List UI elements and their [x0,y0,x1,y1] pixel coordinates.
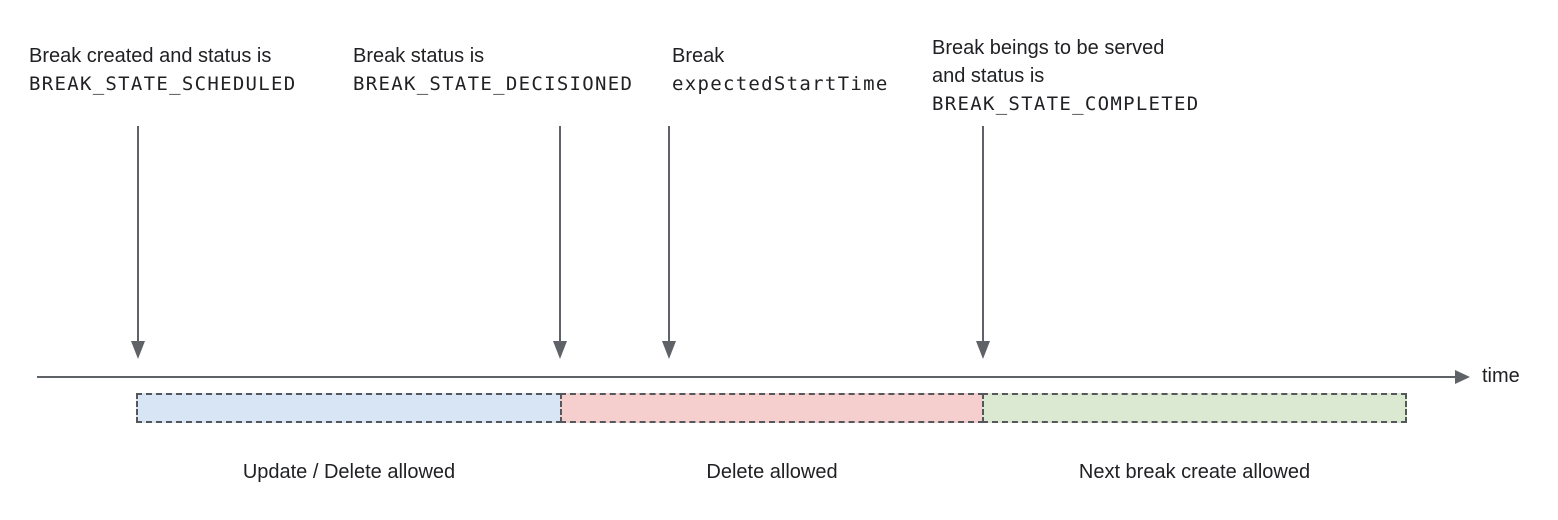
arrow-shaft [137,126,139,342]
annotation-code: BREAK_STATE_DECISIONED [353,73,634,95]
segment-next-break-create-allowed [982,393,1407,423]
annotation-break-completed: Break beings to be served and status is … [932,34,1200,118]
arrowhead-icon [131,341,145,359]
down-arrow-icon [976,126,990,359]
segment-label: Update / Delete allowed [242,461,456,483]
annotation-code: expectedStartTime [672,73,889,95]
time-axis-line [37,376,1456,378]
annotation-text: Break beings to be served [932,37,1165,59]
annotation-text: Break created and status is [29,45,272,67]
annotation-text: Break [672,45,725,67]
annotation-code: BREAK_STATE_SCHEDULED [29,73,297,95]
annotation-code: BREAK_STATE_COMPLETED [932,93,1200,115]
arrowhead-icon [553,341,567,359]
segment-label: Delete allowed [706,461,838,483]
down-arrow-icon [131,126,145,359]
arrow-shaft [982,126,984,342]
annotation-break-decisioned: Break status is BREAK_STATE_DECISIONED [353,42,633,98]
arrow-shaft [559,126,561,342]
segment-label: Next break create allowed [1078,461,1311,483]
time-axis-arrowhead-icon [1455,370,1470,384]
annotation-text: Break status is [353,45,485,67]
arrowhead-icon [662,341,676,359]
arrowhead-icon [976,341,990,359]
annotation-text: and status is [932,65,1045,87]
down-arrow-icon [553,126,567,359]
down-arrow-icon [662,126,676,359]
annotation-break-scheduled: Break created and status is BREAK_STATE_… [29,42,297,98]
segment-update-delete-allowed [136,393,562,423]
annotation-expected-start-time: Break expectedStartTime [672,42,889,98]
arrow-shaft [668,126,670,342]
segment-delete-allowed [560,393,984,423]
time-axis-label: time [1482,365,1520,387]
